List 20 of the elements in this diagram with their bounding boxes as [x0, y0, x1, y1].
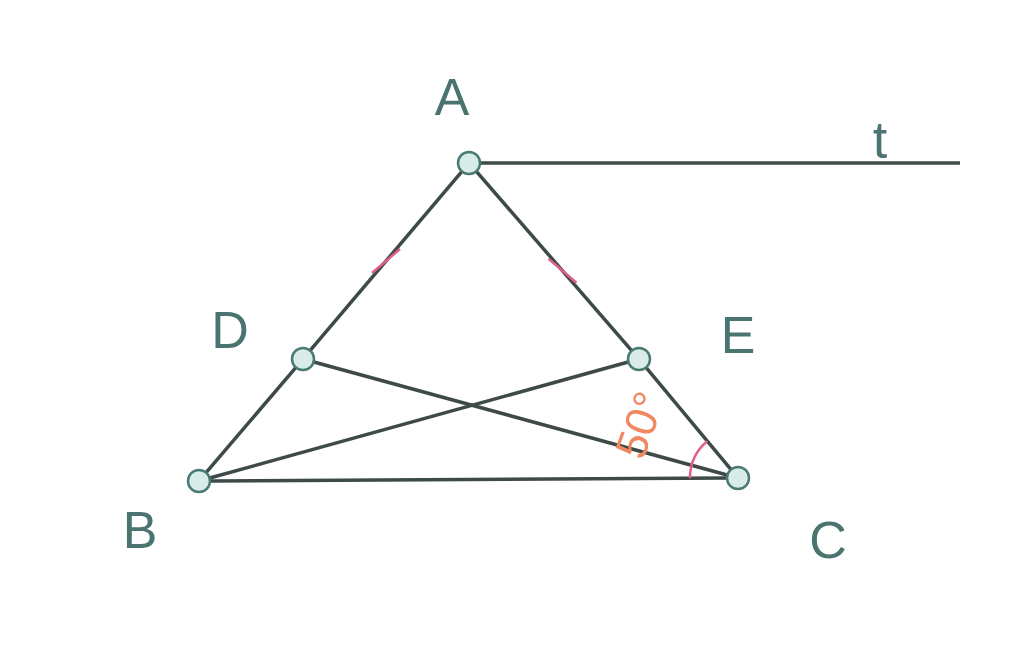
- line-segment: [209, 360, 629, 480]
- line-segment: [308, 170, 464, 352]
- point-label: E: [724, 317, 754, 353]
- point: [186, 468, 212, 494]
- point: [456, 150, 482, 176]
- line-segment: [313, 360, 728, 477]
- line-label: t: [873, 123, 887, 158]
- point-label: D: [215, 312, 247, 348]
- point-label: A: [434, 79, 470, 115]
- point: [290, 346, 316, 372]
- point-label: B: [126, 512, 155, 548]
- point: [626, 346, 652, 372]
- line-segment: [475, 170, 633, 352]
- line-segment: [644, 366, 733, 471]
- line-segment: [210, 476, 727, 483]
- point-label: C: [811, 521, 845, 559]
- line-segment: [480, 161, 960, 165]
- line-segment: [204, 366, 298, 474]
- point: [725, 465, 751, 491]
- angle-label: 50°: [615, 392, 657, 458]
